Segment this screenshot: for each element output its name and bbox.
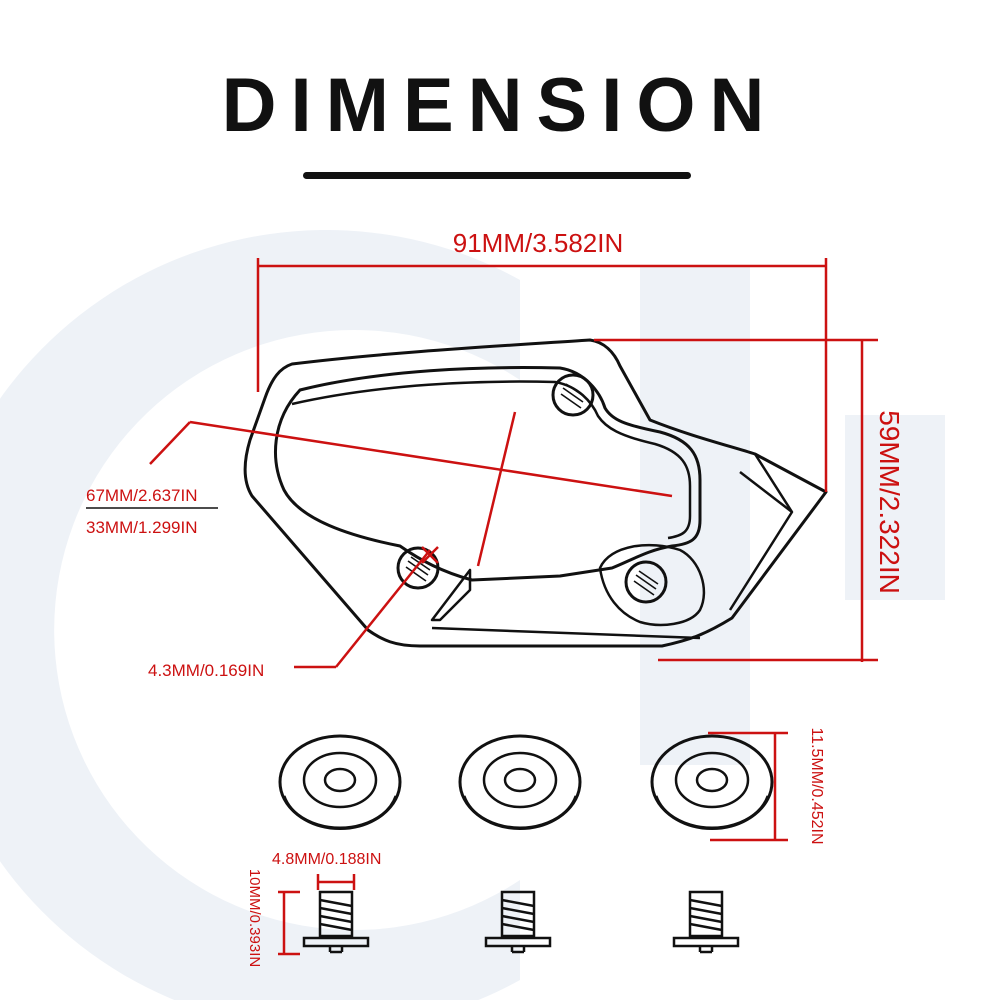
screw-dimension-lines <box>278 874 356 956</box>
screw <box>672 890 740 954</box>
washer <box>278 734 402 831</box>
washer-label: 11.5MM/0.452IN <box>808 727 825 844</box>
width-label: 91MM/3.582IN <box>453 228 624 258</box>
long-diagonal-label: 67MM/2.637IN <box>86 486 198 505</box>
washer-dimension-lines <box>708 731 788 842</box>
washer <box>458 734 582 831</box>
threaded-hole <box>405 383 659 596</box>
page-title: DIMENSION <box>221 63 779 148</box>
screw <box>484 890 552 954</box>
background-watermark <box>0 230 945 1000</box>
screw-head-label: 4.8MM/0.188IN <box>272 851 381 868</box>
short-diagonal-label: 33MM/1.299IN <box>86 518 198 537</box>
height-label: 59MM/2.322IN <box>874 410 905 594</box>
dimension-lines <box>149 258 878 669</box>
washer <box>650 734 774 831</box>
title-underline <box>303 172 691 179</box>
screw <box>302 890 370 954</box>
hole-label: 4.3MM/0.169IN <box>148 661 264 680</box>
screw-length-label: 10MM/0.393IN <box>246 869 263 967</box>
